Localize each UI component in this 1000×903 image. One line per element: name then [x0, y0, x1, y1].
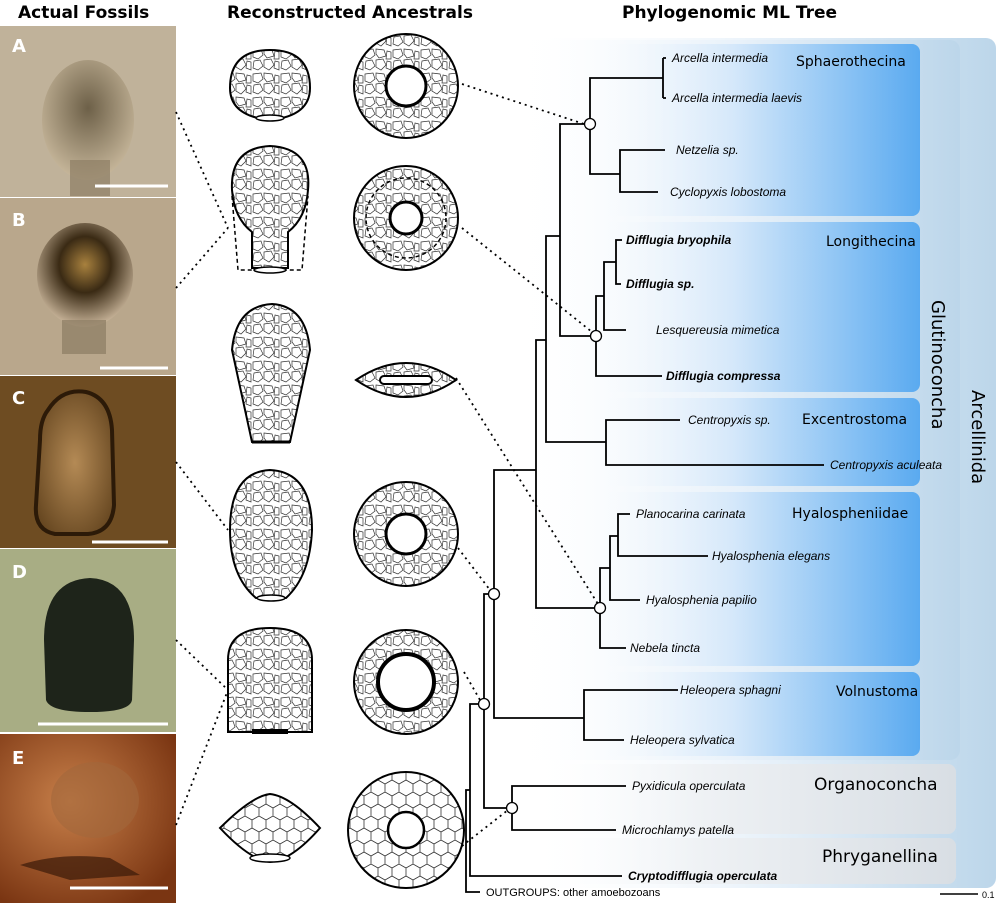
node-arcellinida [477, 697, 491, 711]
fossil-panel-d: D [0, 549, 176, 732]
taxon-label: Cryptodifflugia operculata [628, 869, 777, 883]
clade-label-glutinoconcha: Glutinoconcha [927, 300, 948, 430]
taxon-label: Difflugia compressa [666, 369, 781, 383]
ancestral-shell-top-6 [347, 771, 465, 889]
ancestral-shell-top-1 [353, 33, 459, 139]
taxon-label: Lesquereusia mimetica [656, 323, 780, 337]
box-organoconcha [540, 764, 956, 834]
panel-letter-a: A [12, 36, 26, 57]
clade-label-excentrostoma: Excentrostoma [802, 412, 907, 428]
ancestral-shell-top-5 [353, 629, 459, 735]
taxon-label: Hyalosphenia papilio [646, 593, 757, 607]
ancestral-shell-side-2 [230, 144, 310, 274]
heading-fossils: Actual Fossils [18, 3, 149, 23]
taxon-label: Nebela tincta [630, 641, 700, 655]
scale-bar: 0.1 [940, 890, 995, 900]
clade-label-sphaerothecina: Sphaerothecina [796, 54, 906, 70]
ancestral-shell-side-1 [228, 48, 312, 122]
box-hyalospheniidae [580, 492, 920, 666]
panel-letter-b: B [12, 210, 26, 231]
panel-letter-c: C [12, 388, 25, 409]
taxon-label: Netzelia sp. [676, 143, 739, 157]
taxon-labels: Arcella intermedia Arcella intermedia la… [486, 51, 942, 899]
fossil-panel-c: C [0, 376, 176, 548]
ancestral-shell-side-5 [227, 626, 313, 734]
fossil-connectors [175, 111, 229, 826]
node-longithecina [589, 329, 603, 343]
taxon-label: Microchlamys patella [622, 823, 734, 837]
ancestral-shell-side-3 [230, 302, 312, 444]
box-sphaerothecina [580, 44, 920, 216]
node-hyalospheniidae [593, 601, 607, 615]
ancestral-shell-top-2 [353, 165, 459, 271]
taxon-label: Difflugia sp. [626, 277, 694, 291]
taxon-label: Heleopera sphagni [680, 683, 781, 697]
scale-bar-label: 0.1 [982, 890, 995, 900]
clade-label-hyalospheniidae: Hyalospheniidae [792, 506, 908, 522]
heading-ancestrals: Reconstructed Ancestrals [227, 3, 473, 23]
taxon-label: Heleopera sylvatica [630, 733, 735, 747]
node-glutinoconcha [487, 587, 501, 601]
taxon-label: Centropyxis sp. [688, 413, 771, 427]
taxon-label: Difflugia bryophila [626, 233, 731, 247]
box-volnustoma [580, 672, 920, 756]
clade-label-phryganellina: Phryganellina [822, 847, 938, 867]
fossil-panel-a: A [0, 26, 176, 197]
clade-label-organoconcha: Organoconcha [814, 775, 938, 795]
ancestral-shell-top-4 [353, 481, 459, 587]
ancestral-shell-side-6 [218, 792, 322, 864]
clade-label-arcellinida: Arcellinida [967, 390, 988, 484]
clade-label-volnustoma: Volnustoma [836, 684, 918, 700]
phylogenetic-tree [465, 57, 824, 893]
ancestral-connectors [455, 83, 599, 847]
clade-backgrounds [510, 38, 996, 888]
taxon-label: Pyxidicula operculata [632, 779, 746, 793]
clade-labels: Sphaerothecina Longithecina Excentrostom… [792, 54, 988, 867]
node-organoconcha [505, 801, 519, 815]
taxon-label: Arcella intermedia laevis [671, 91, 802, 105]
taxon-label: Centropyxis aculeata [830, 458, 942, 472]
ancestral-shell-side-4 [228, 468, 314, 602]
node-sphaerothecina [583, 117, 597, 131]
box-phryganellina [540, 838, 956, 884]
taxon-label: Arcella intermedia [671, 51, 768, 65]
outgroup-label: OUTGROUPS: other amoebozoans [486, 887, 661, 899]
panel-letter-d: D [12, 562, 27, 583]
clade-label-longithecina: Longithecina [826, 234, 916, 250]
heading-tree: Phylogenomic ML Tree [622, 3, 837, 23]
fossil-panel-e: E [0, 734, 176, 903]
fossil-panel-b: B [0, 198, 176, 375]
panel-letter-e: E [12, 748, 24, 769]
ancestral-shell-top-3 [354, 362, 458, 398]
taxon-label: Planocarina carinata [636, 507, 746, 521]
box-longithecina [580, 222, 920, 392]
taxon-label: Cyclopyxis lobostoma [670, 185, 786, 199]
taxon-label: Hyalosphenia elegans [712, 549, 830, 563]
